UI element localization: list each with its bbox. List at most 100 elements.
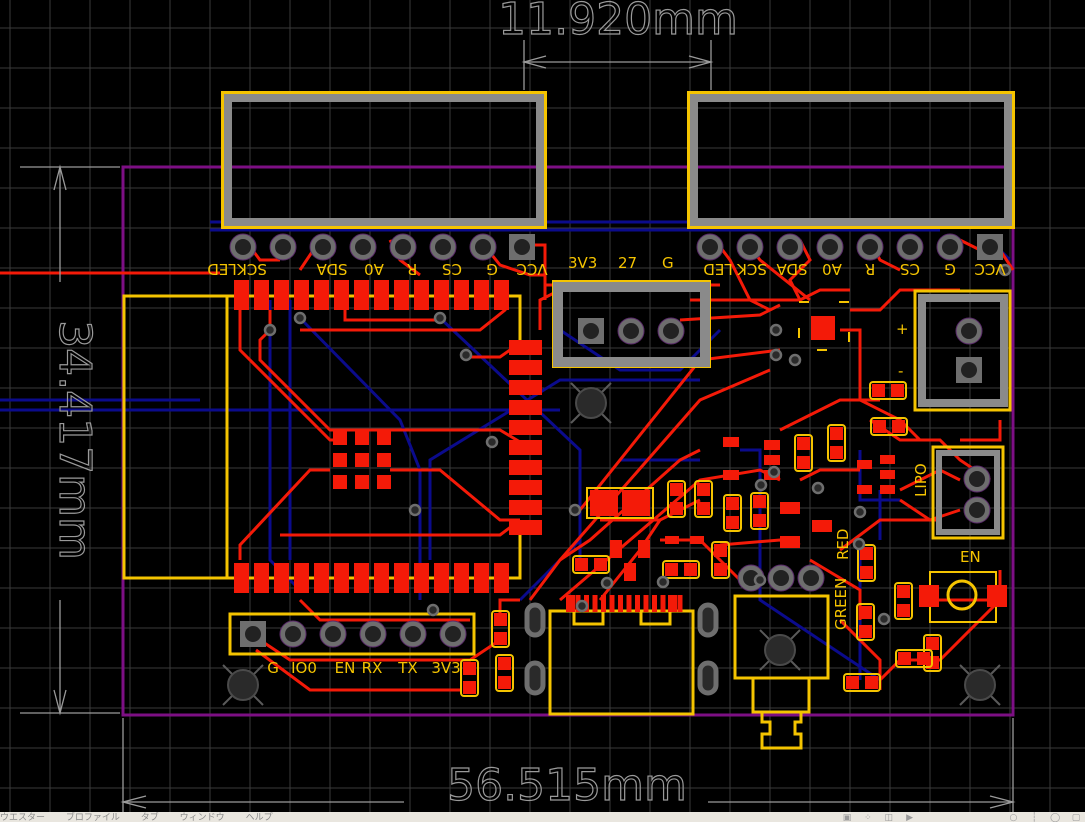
via xyxy=(600,576,614,590)
ground-pad xyxy=(333,475,347,489)
smd-pad xyxy=(726,516,739,529)
component-outline xyxy=(794,434,813,472)
header-label-3v3: 3V3 xyxy=(568,254,597,272)
ground-pad xyxy=(355,453,369,467)
ground-pad xyxy=(377,453,391,467)
smd-pad xyxy=(594,558,607,571)
ground-pad xyxy=(377,475,391,489)
via xyxy=(656,575,670,589)
display-left-pin-label: VCC xyxy=(516,260,547,278)
prog-header-pad-drill xyxy=(445,626,461,642)
dimension-bottom-value: 56.515mm xyxy=(447,760,687,811)
en-button-footprint xyxy=(919,571,1007,623)
smd-pad xyxy=(917,652,930,665)
zoom-icon[interactable]: ○ xyxy=(1009,813,1018,822)
usb-pin xyxy=(626,595,632,612)
display-left-pin-label: CS xyxy=(442,260,462,278)
display-right-pin-drill xyxy=(822,239,838,255)
module-pad xyxy=(454,280,469,310)
via xyxy=(408,503,422,517)
module-pad xyxy=(334,563,349,593)
prog-header-pad-drill xyxy=(325,626,341,642)
usb-pin xyxy=(592,595,598,612)
mount-hole xyxy=(575,387,607,419)
component-outline xyxy=(827,424,846,462)
module-pad xyxy=(494,280,509,310)
smd-pad xyxy=(498,657,511,670)
prog-header-pad-drill xyxy=(365,626,381,642)
square-icon[interactable]: ▢ xyxy=(1071,813,1081,822)
smd-pad xyxy=(753,514,766,527)
menu-item[interactable]: ウィンドウ xyxy=(179,813,225,822)
layout-icon[interactable]: ◫ xyxy=(884,813,893,822)
smd-pad xyxy=(897,604,910,617)
module-pad xyxy=(414,563,429,593)
display-left-pin-label: SCK xyxy=(236,260,267,278)
dimension-top: 11.920mm xyxy=(498,0,738,90)
module-pad xyxy=(274,280,289,310)
module-pad xyxy=(494,563,509,593)
smd-pad xyxy=(891,384,904,397)
menu-item[interactable]: ヘルプ xyxy=(245,813,273,822)
header-label-g: G xyxy=(662,254,674,272)
usb-pin xyxy=(652,595,657,612)
smd-pad xyxy=(463,662,476,675)
status-bar: ウエスター ブロファイル タブ ウィンドウ ヘルプ ▣ ⁘ ◫ ▶ ○ ┆ ◯ … xyxy=(0,812,1085,822)
via xyxy=(575,599,589,613)
dots-icon[interactable]: ⁘ xyxy=(864,813,872,822)
cursor-icon[interactable]: ▶ xyxy=(906,813,914,822)
menu-item[interactable]: ウエスター xyxy=(0,813,46,822)
pin-icon[interactable]: ┆ xyxy=(1031,813,1037,822)
header-3pin-pad-drill xyxy=(583,323,599,339)
via xyxy=(998,263,1012,277)
usb-pin xyxy=(618,595,623,612)
smd-pad xyxy=(575,558,588,571)
smd-pad xyxy=(846,676,859,689)
smd-pad xyxy=(494,632,507,645)
smd-pad xyxy=(590,490,618,516)
mount-hole xyxy=(227,669,259,701)
menu-item[interactable]: タブ xyxy=(140,813,159,822)
via xyxy=(853,505,867,519)
component-outline xyxy=(870,417,908,436)
power-switch-footprint xyxy=(733,594,830,750)
smd-pad xyxy=(780,502,800,514)
dimension-left: 34.417mm xyxy=(20,164,120,716)
smd-pad xyxy=(898,652,911,665)
component-outline xyxy=(711,541,730,579)
display-right-pin-label: R xyxy=(865,260,875,278)
module-pad xyxy=(414,280,429,310)
module-pad xyxy=(394,280,409,310)
battery-connector-footprint xyxy=(913,289,1012,412)
component-outline xyxy=(857,544,876,582)
component-outline xyxy=(491,610,510,648)
component-outline xyxy=(667,480,686,518)
display-left-pin-drill xyxy=(475,239,491,255)
menu-item[interactable]: ブロファイル xyxy=(65,813,120,822)
usb-pin xyxy=(635,595,640,612)
via xyxy=(788,353,802,367)
smd-pad xyxy=(764,455,780,465)
panel-icon[interactable]: ▣ xyxy=(842,813,852,822)
module-pad xyxy=(509,520,542,535)
component-outline xyxy=(586,487,654,519)
lipo-pad-drill xyxy=(969,471,985,487)
component-outline xyxy=(869,381,907,400)
display-right-pin-drill xyxy=(942,239,958,255)
lipo-connector-footprint xyxy=(931,445,1005,540)
circle-icon[interactable]: ◯ xyxy=(1050,813,1061,822)
display-left-pin-drill xyxy=(395,239,411,255)
smd-pad xyxy=(498,676,511,689)
module-pad xyxy=(274,563,289,593)
via xyxy=(769,323,783,337)
smd-pad xyxy=(830,446,843,459)
smd-pad xyxy=(812,520,832,532)
usb-pin xyxy=(566,595,575,612)
smd-pad xyxy=(723,470,739,480)
prog-header-label: EN xyxy=(335,659,356,677)
smd-pad xyxy=(764,440,780,450)
display-left-pin-label: R xyxy=(407,260,417,278)
smd-pad xyxy=(714,563,727,576)
smd-pad xyxy=(670,483,683,496)
